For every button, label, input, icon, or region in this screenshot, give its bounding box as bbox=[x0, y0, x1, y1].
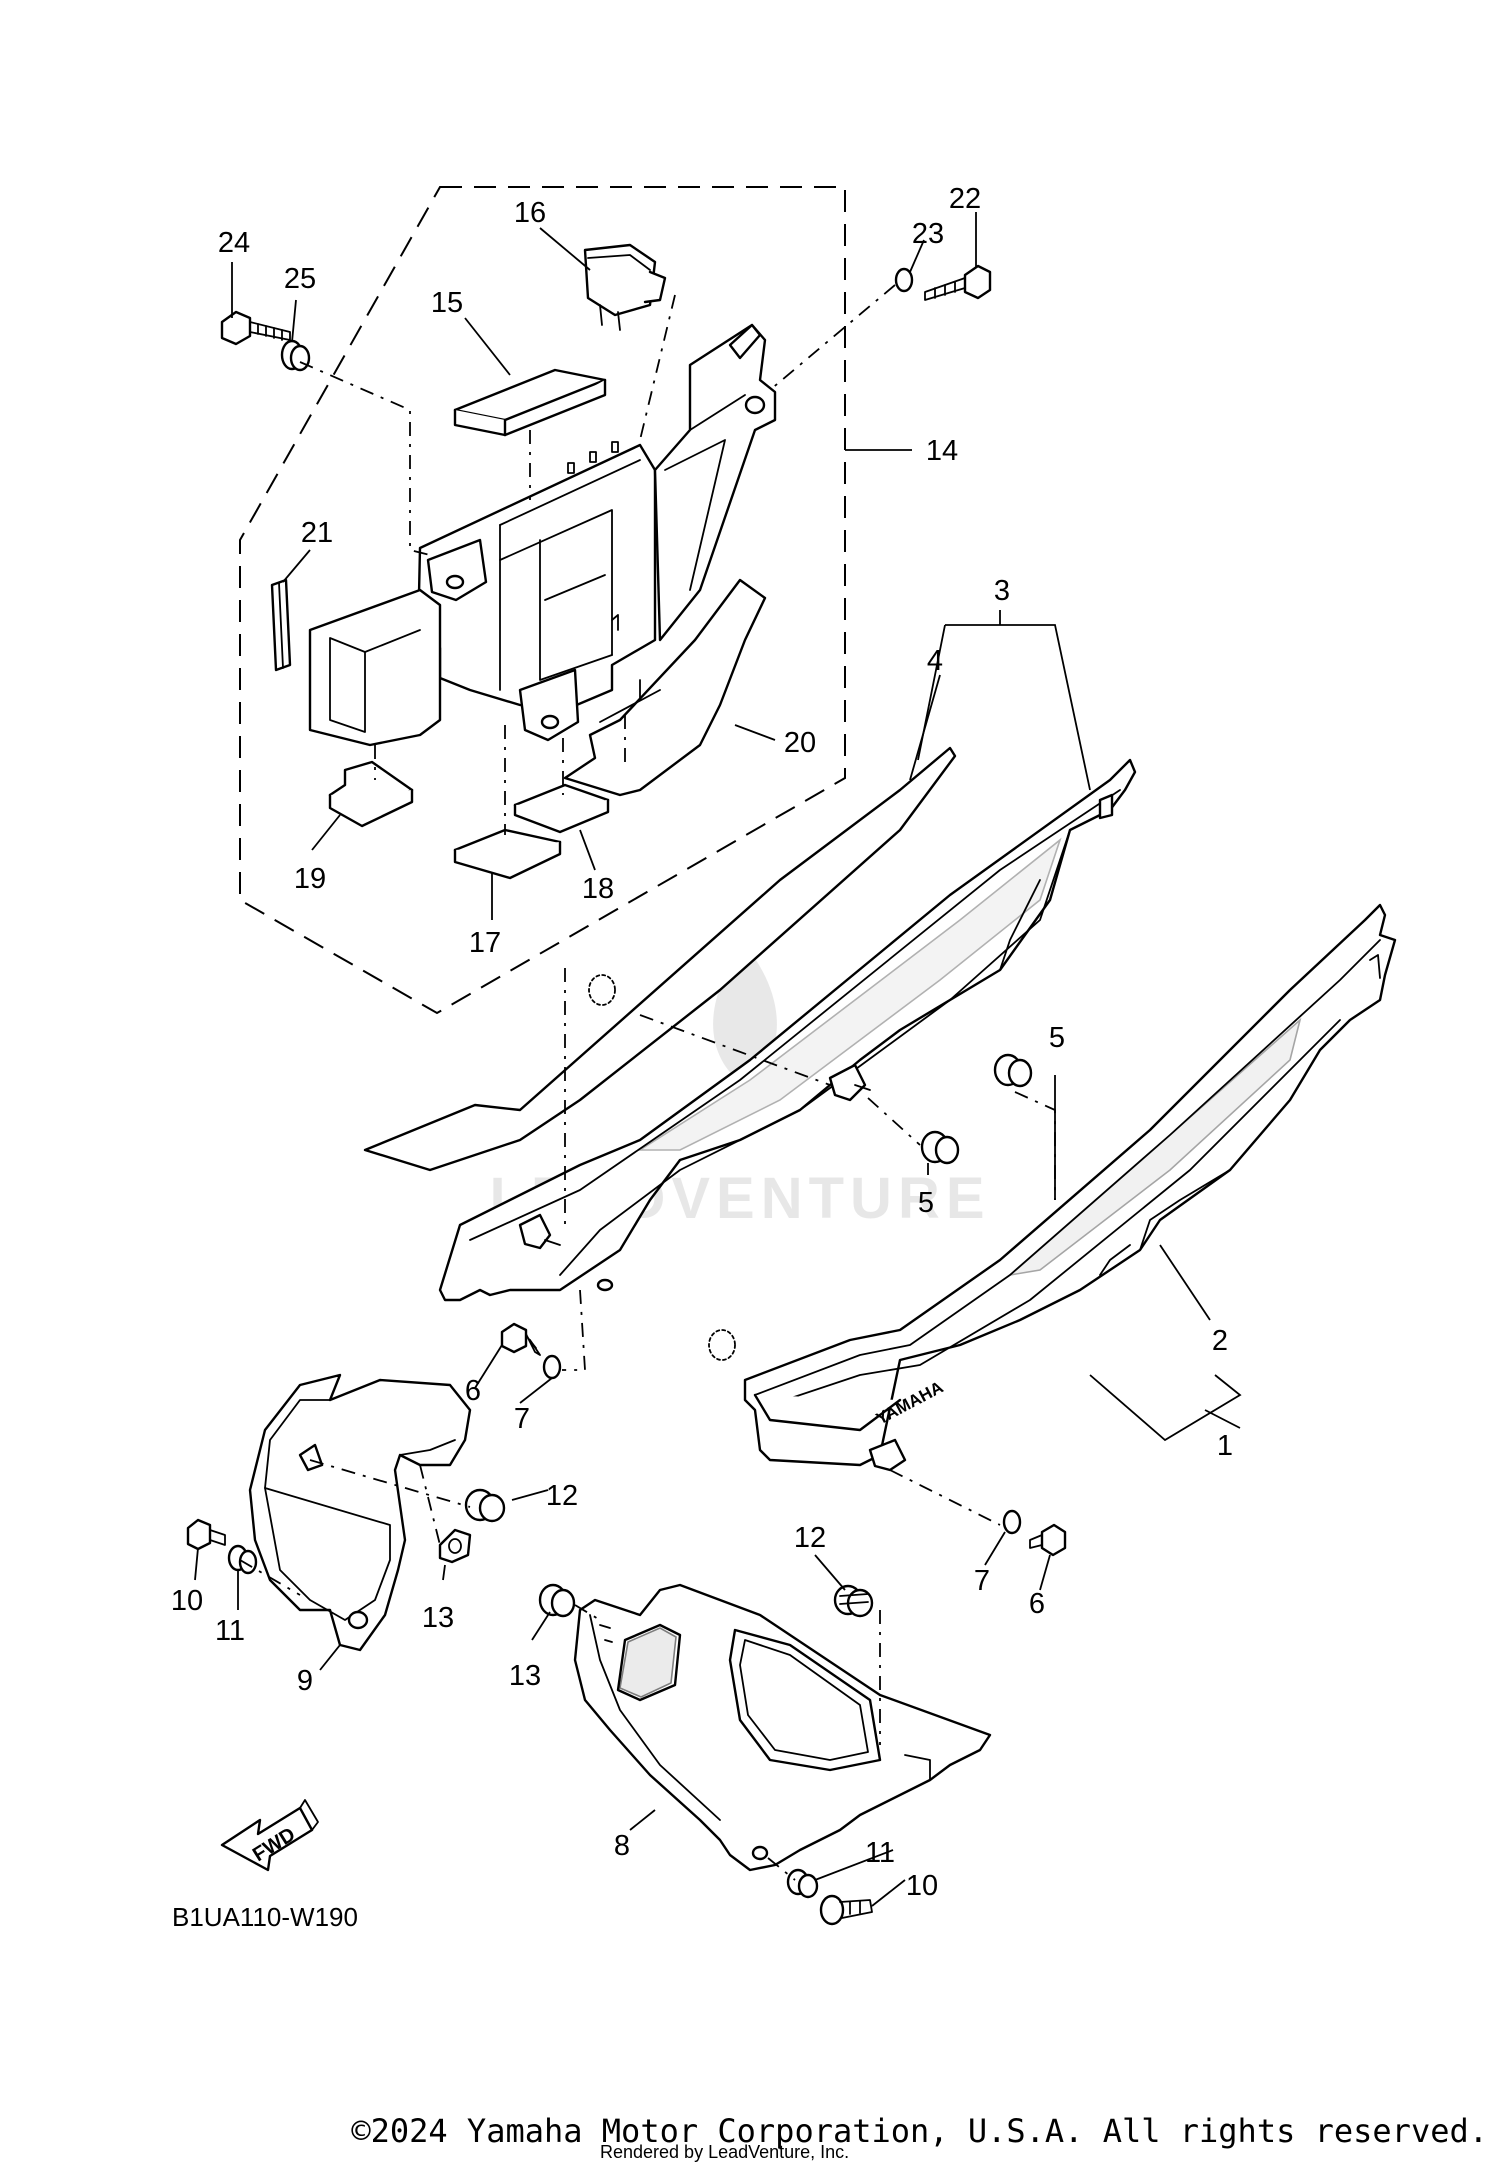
callout-25: 25 bbox=[284, 263, 316, 295]
callout-11a: 11 bbox=[215, 1615, 245, 1647]
callout-13b: 13 bbox=[509, 1660, 541, 1692]
bolt-6-left bbox=[500, 1322, 541, 1356]
cover-9 bbox=[248, 1373, 472, 1652]
battery-box-bracket bbox=[308, 323, 777, 747]
grommet-5-left bbox=[920, 1130, 960, 1165]
diagram-code: B1UA110-W190 bbox=[172, 1902, 358, 1932]
fwd-arrow-icon: FWD bbox=[220, 1799, 319, 1872]
collar-11-left bbox=[227, 1544, 258, 1575]
relay-16 bbox=[583, 243, 667, 331]
grommet-phantom-b bbox=[708, 1329, 736, 1361]
copyright-notice: ©2024 Yamaha Motor Corporation, U.S.A. A… bbox=[351, 2112, 1488, 2150]
callout-12a: 12 bbox=[546, 1480, 578, 1512]
grommet-13-right bbox=[538, 1583, 576, 1618]
callout-14: 14 bbox=[926, 435, 958, 467]
washer-23 bbox=[894, 267, 914, 293]
callout-7a: 7 bbox=[514, 1403, 530, 1435]
collar-12-right bbox=[833, 1584, 874, 1618]
grommet-5-right bbox=[993, 1053, 1033, 1088]
assembly-connectors bbox=[239, 284, 1056, 1881]
callout-15: 15 bbox=[431, 287, 463, 319]
collar-12-left bbox=[464, 1488, 506, 1523]
callout-labels: 1 2 3 4 5 5 6 6 7 7 8 9 10 10 11 11 12 1… bbox=[171, 183, 1233, 1902]
callout-13a: 13 bbox=[422, 1602, 454, 1634]
screw-10-right bbox=[819, 1894, 873, 1926]
callout-10a: 10 bbox=[171, 1585, 203, 1617]
rendered-by-credit: Rendered by LeadVenture, Inc. bbox=[600, 2142, 850, 2162]
callout-23: 23 bbox=[912, 218, 944, 250]
collar-25 bbox=[280, 339, 311, 372]
callout-2: 2 bbox=[1212, 1325, 1228, 1357]
callout-7b: 7 bbox=[974, 1565, 990, 1597]
pad-20 bbox=[563, 578, 767, 797]
callout-17: 17 bbox=[469, 927, 501, 959]
callout-20: 20 bbox=[784, 727, 816, 759]
callout-3: 3 bbox=[994, 575, 1010, 607]
callout-22: 22 bbox=[949, 183, 981, 215]
callout-18: 18 bbox=[582, 873, 614, 905]
callout-6a: 6 bbox=[465, 1375, 481, 1407]
collar-11-right bbox=[786, 1868, 819, 1899]
washer-7-left bbox=[542, 1354, 562, 1380]
callout-10b: 10 bbox=[906, 1870, 938, 1902]
callout-5a: 5 bbox=[1049, 1022, 1065, 1054]
callout-1: 1 bbox=[1217, 1430, 1233, 1462]
assembly-14-boundary bbox=[239, 186, 846, 1015]
grommet-13-left bbox=[438, 1528, 472, 1564]
callout-11b: 11 bbox=[865, 1837, 895, 1869]
callout-9: 9 bbox=[297, 1665, 313, 1697]
callout-4: 4 bbox=[927, 645, 943, 677]
callout-24: 24 bbox=[218, 227, 250, 259]
cover-8 bbox=[573, 1583, 992, 1872]
callout-6b: 6 bbox=[1029, 1588, 1045, 1620]
side-cover-left-3 bbox=[363, 746, 1137, 1302]
screw-10-left bbox=[186, 1518, 226, 1551]
bolt-22 bbox=[924, 264, 992, 301]
washer-7-right bbox=[1002, 1509, 1022, 1535]
callout-12b: 12 bbox=[794, 1522, 826, 1554]
callout-21: 21 bbox=[301, 517, 333, 549]
callout-19: 19 bbox=[294, 863, 326, 895]
callout-8: 8 bbox=[614, 1830, 630, 1862]
callout-5b: 5 bbox=[918, 1187, 934, 1219]
bolt-6-right bbox=[1029, 1523, 1067, 1557]
callout-16: 16 bbox=[514, 197, 546, 229]
grommet-phantom-a bbox=[588, 974, 616, 1006]
bolt-24 bbox=[220, 310, 291, 346]
